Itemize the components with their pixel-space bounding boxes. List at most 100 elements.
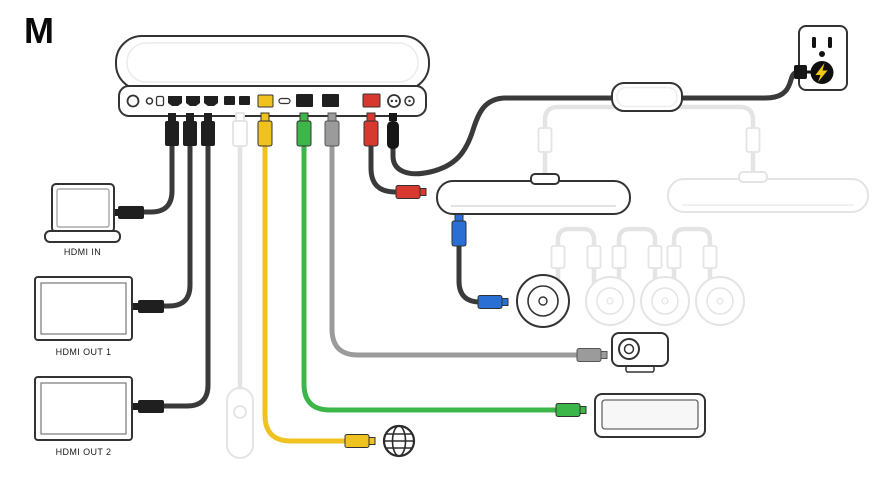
- wall-plug-body: [794, 65, 807, 79]
- power-cable: [390, 69, 800, 177]
- mic-pod-faded-center: [716, 297, 724, 305]
- plug-body-faded: [537, 127, 553, 153]
- mic-pod-faded: [640, 276, 690, 326]
- mic-pod: [516, 274, 570, 328]
- mic-daisy-cable-faded-1: [555, 226, 597, 249]
- plug-tab: [579, 406, 587, 414]
- soundbar: [436, 173, 631, 215]
- power-bolt-icon: [815, 63, 828, 82]
- plug-body-faded: [702, 245, 718, 269]
- mic-pod-faded-ring: [651, 287, 679, 315]
- mic-plug-pod-end: [477, 295, 509, 309]
- camera-lens: [618, 338, 640, 360]
- hdmi-plug-3: [201, 113, 215, 146]
- laptop-screen: [51, 183, 115, 233]
- power-barrel-plug: [387, 113, 399, 149]
- plug-body: [363, 120, 379, 147]
- soundbar-faded-body: [667, 178, 869, 213]
- plug-tab: [260, 112, 270, 122]
- hdmi-in-cable: [141, 141, 175, 215]
- mic-pod-center: [538, 296, 548, 306]
- mic-daisy-cable-faded-3: [671, 226, 713, 249]
- lan-port: [296, 94, 313, 107]
- plug-body: [183, 121, 197, 146]
- camera-plug-top: [324, 112, 340, 147]
- ethernet-plug-end: [344, 434, 376, 448]
- power-adapter-body: [611, 82, 683, 112]
- hdmi-out2-cable: [161, 141, 211, 409]
- power-port: [387, 94, 401, 108]
- plug-body-faded: [647, 245, 663, 269]
- display-screen: [40, 382, 127, 435]
- display-screen: [40, 282, 127, 335]
- plug-tab: [132, 403, 138, 410]
- soundbar-plug-end: [395, 185, 427, 199]
- plug-tab: [132, 303, 138, 310]
- hdmi-port: [204, 96, 218, 106]
- usb-port: [224, 96, 235, 105]
- power-port-pin: [390, 99, 393, 103]
- hdmi-port: [186, 96, 200, 106]
- plug-tab: [368, 437, 376, 445]
- display-frame: [34, 276, 133, 341]
- remote-faded-ring: [233, 405, 247, 419]
- mic-daisy-cable-faded-2: [616, 226, 658, 249]
- plug-body: [324, 120, 340, 147]
- plug-body: [118, 206, 144, 219]
- aux-port: [155, 95, 165, 107]
- laptop-screen-inner: [56, 188, 110, 228]
- camera-cable: [329, 141, 581, 358]
- plug-body-faded: [586, 245, 602, 269]
- camera: [611, 332, 669, 373]
- plug-body: [576, 348, 602, 362]
- plug-body-faded: [666, 245, 682, 269]
- controller-plug-top: [296, 112, 312, 147]
- main-cables: [141, 69, 800, 444]
- plug-tab: [366, 112, 376, 122]
- controller-plug-end: [555, 403, 587, 417]
- connectors: [112, 112, 761, 448]
- laptop-base: [44, 230, 121, 243]
- usb-receiver-plug-faded: [232, 112, 248, 147]
- plug-body: [138, 300, 164, 313]
- plug-tab: [389, 113, 397, 121]
- touch-controller-cable: [301, 141, 560, 413]
- faded-daisy-plugs: [537, 127, 761, 269]
- plug-body: [138, 400, 164, 413]
- hdmi-in-label: HDMI IN: [63, 247, 102, 257]
- outlet-slot: [812, 37, 816, 48]
- plug-body: [387, 121, 399, 149]
- hdmi-out1-label: HDMI OUT 1: [55, 347, 112, 357]
- plug-tab: [600, 351, 608, 359]
- mic-pod-ring: [527, 285, 559, 317]
- mic-pods-faded: [585, 276, 745, 326]
- hdmi-out1-plug: [132, 300, 164, 313]
- power-adapter-inner: [616, 86, 678, 108]
- laptop: [44, 183, 121, 243]
- plug-body: [555, 403, 581, 417]
- mic-pod-faded-center: [606, 297, 614, 305]
- hdmi-plug-1: [165, 113, 179, 146]
- hdmi-in-plug: [112, 206, 144, 219]
- mic-pod-faded-ring: [706, 287, 734, 315]
- usb-port: [239, 96, 250, 105]
- soundbar-tab: [530, 173, 560, 185]
- touch-controller: [594, 393, 706, 438]
- hdmi-port: [168, 96, 182, 106]
- plug-body: [296, 120, 312, 147]
- mic-pod-faded: [695, 276, 745, 326]
- lan-port: [322, 94, 339, 107]
- mic-jack-port: [145, 97, 154, 105]
- ethernet-plug-top: [257, 112, 273, 147]
- remote-faded: [226, 387, 254, 459]
- plug-body-faded: [550, 245, 566, 269]
- diagram-marker: M: [24, 10, 54, 51]
- plug-tab: [204, 113, 212, 121]
- mic-plug-soundbar-end: [451, 213, 467, 247]
- audio-line-port: [126, 94, 140, 108]
- plug-body: [257, 120, 273, 147]
- codec-base-unit: [115, 35, 430, 117]
- io-round-port-pin: [408, 99, 411, 103]
